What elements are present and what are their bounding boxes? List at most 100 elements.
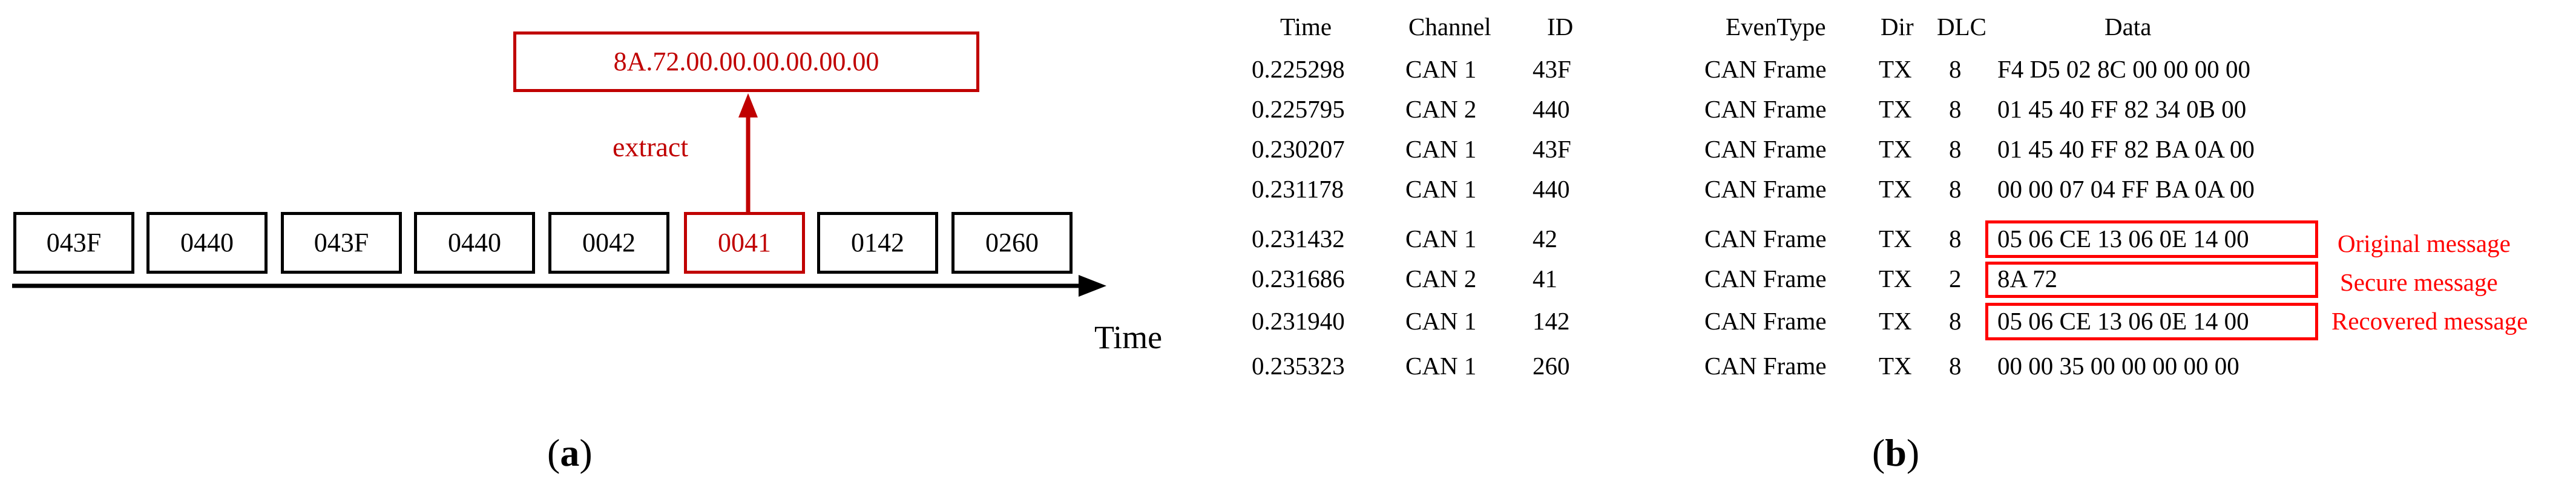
cell-dir: TX (1879, 95, 1912, 123)
cell-event-type: CAN Frame (1704, 352, 1827, 380)
cell-time: 0.231432 (1252, 225, 1345, 253)
cell-dir: TX (1879, 175, 1912, 203)
table-row: 0.231178 CAN 1 440 CAN Frame TX 8 00 00 … (0, 177, 2576, 203)
frame-box: 043F (281, 212, 402, 274)
table-row: 0.231432 CAN 1 42 CAN Frame TX 8 05 06 C… (0, 226, 2576, 253)
cell-id: 440 (1533, 95, 1570, 123)
table-row: 0.225298 CAN 1 43F CAN Frame TX 8 F4 D5 … (0, 57, 2576, 84)
extract-label: extract (613, 131, 689, 162)
cell-event-type: CAN Frame (1704, 175, 1827, 203)
cell-channel: CAN 1 (1405, 55, 1477, 83)
cell-channel: CAN 1 (1405, 352, 1477, 380)
cell-data: 05 06 CE 13 06 0E 14 00 (1997, 225, 2249, 253)
cell-dlc: 8 (1949, 307, 1962, 335)
header-id: ID (1547, 13, 1574, 41)
cell-data: 00 00 07 04 FF BA 0A 00 (1997, 175, 2255, 203)
cell-dir: TX (1879, 225, 1912, 253)
table-row: 0.225795 CAN 2 440 CAN Frame TX 8 01 45 … (0, 97, 2576, 124)
frame-box: 0260 (951, 212, 1073, 274)
frame-box: 043F (13, 212, 134, 274)
table-row: 0.231686 CAN 2 41 CAN Frame TX 2 8A 72 (0, 266, 2576, 293)
cell-data: 01 45 40 FF 82 BA 0A 00 (1997, 135, 2255, 163)
cell-event-type: CAN Frame (1704, 225, 1827, 253)
caption-open-paren: ( (547, 431, 560, 474)
cell-dlc: 8 (1949, 95, 1962, 123)
cell-time: 0.231686 (1252, 265, 1345, 292)
time-axis-label: Time (1094, 319, 1163, 355)
cell-id: 142 (1533, 307, 1570, 335)
cell-time: 0.225298 (1252, 55, 1345, 83)
header-time: Time (1280, 13, 1332, 41)
cell-data: 05 06 CE 13 06 0E 14 00 (1997, 307, 2249, 335)
header-dlc: DLC (1937, 13, 1986, 41)
cell-dlc: 8 (1949, 352, 1962, 380)
cell-channel: CAN 1 (1405, 225, 1477, 253)
table-row: 0.231940 CAN 1 142 CAN Frame TX 8 05 06 … (0, 309, 2576, 335)
time-axis-arrowhead (1079, 275, 1106, 297)
cell-event-type: CAN Frame (1704, 307, 1827, 335)
cell-dir: TX (1879, 55, 1912, 83)
cell-id: 43F (1533, 135, 1571, 163)
caption-letter: b (1885, 431, 1907, 474)
cell-channel: CAN 1 (1405, 175, 1477, 203)
frame-box: 0440 (146, 212, 268, 274)
secure-message-highlight (1985, 262, 2318, 298)
cell-event-type: CAN Frame (1704, 265, 1827, 292)
cell-dir: TX (1879, 352, 1912, 380)
frame-box: 0142 (817, 212, 938, 274)
cell-dir: TX (1879, 265, 1912, 292)
cell-time: 0.235323 (1252, 352, 1345, 380)
caption-close-paren: ) (579, 431, 593, 474)
recovered-message-label: Recovered message (2331, 307, 2528, 335)
caption-close-paren: ) (1906, 431, 1920, 474)
cell-time: 0.231178 (1252, 175, 1344, 203)
cell-dlc: 8 (1949, 55, 1962, 83)
table-row: 0.235323 CAN 1 260 CAN Frame TX 8 00 00 … (0, 354, 2576, 380)
cell-dir: TX (1879, 135, 1912, 163)
cell-event-type: CAN Frame (1704, 55, 1827, 83)
caption-a: (a) (547, 434, 593, 472)
cell-time: 0.225795 (1252, 95, 1345, 123)
cell-time: 0.231940 (1252, 307, 1345, 335)
original-message-highlight (1985, 220, 2318, 258)
extracted-payload-box: 8A.72.00.00.00.00.00.00 (513, 31, 979, 92)
cell-id: 440 (1533, 175, 1570, 203)
cell-data: 8A 72 (1997, 265, 2058, 292)
cell-data: 01 45 40 FF 82 34 0B 00 (1997, 95, 2247, 123)
cell-dlc: 2 (1949, 265, 1962, 292)
cell-channel: CAN 1 (1405, 135, 1477, 163)
caption-letter: a (560, 431, 580, 474)
cell-dir: TX (1879, 307, 1912, 335)
cell-id: 42 (1533, 225, 1557, 253)
cell-id: 41 (1533, 265, 1557, 292)
caption-open-paren: ( (1872, 431, 1885, 474)
table-row: 0.230207 CAN 1 43F CAN Frame TX 8 01 45 … (0, 137, 2576, 164)
frame-box: 0042 (548, 212, 669, 274)
cell-data: F4 D5 02 8C 00 00 00 00 (1997, 55, 2251, 83)
cell-channel: CAN 2 (1405, 95, 1477, 123)
cell-channel: CAN 1 (1405, 307, 1477, 335)
cell-event-type: CAN Frame (1704, 95, 1827, 123)
cell-id: 260 (1533, 352, 1570, 380)
secure-message-label: Secure message (2340, 268, 2498, 296)
header-channel: Channel (1408, 13, 1491, 41)
panel-a: 8A.72.00.00.00.00.00.00 extract 043F 044… (0, 0, 1186, 499)
diagram-lines (12, 93, 1106, 297)
frame-box-highlighted: 0041 (684, 212, 805, 274)
extract-arrow-head (738, 93, 758, 117)
cell-dlc: 8 (1949, 175, 1962, 203)
original-message-label: Original message (2338, 230, 2511, 257)
recovered-message-highlight (1985, 303, 2318, 340)
cell-data: 00 00 35 00 00 00 00 00 (1997, 352, 2239, 380)
header-event-type: EvenType (1726, 13, 1826, 41)
header-data: Data (2104, 13, 2152, 41)
cell-channel: CAN 2 (1405, 265, 1477, 292)
cell-event-type: CAN Frame (1704, 135, 1827, 163)
cell-dlc: 8 (1949, 135, 1962, 163)
caption-b: (b) (1872, 434, 1919, 472)
cell-id: 43F (1533, 55, 1571, 83)
frame-box: 0440 (414, 212, 535, 274)
cell-time: 0.230207 (1252, 135, 1345, 163)
cell-dlc: 8 (1949, 225, 1962, 253)
